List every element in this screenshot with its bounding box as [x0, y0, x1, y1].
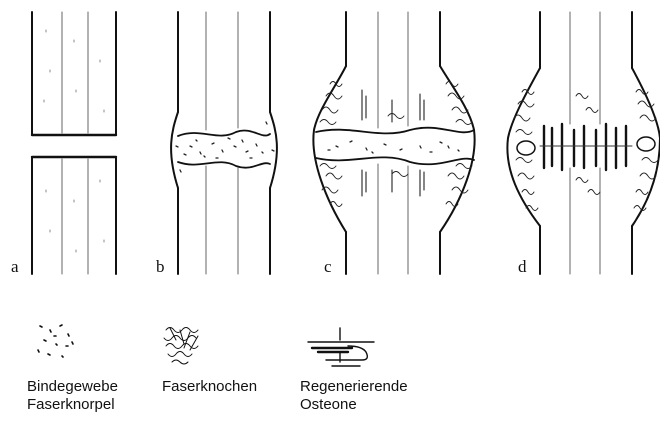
- legend-label-connective-tissue: Bindegewebe Faserknorpel: [27, 378, 118, 414]
- panel-label-a: a: [11, 258, 19, 275]
- panel-label-b: b: [156, 258, 165, 275]
- panel-c-callus-formation: [313, 12, 474, 274]
- woven-bone-icon: [164, 328, 198, 365]
- panel-d-osteon-remodeling: [507, 12, 660, 274]
- panel-label-c: c: [324, 258, 332, 275]
- regenerating-osteon-icon: [308, 328, 374, 366]
- panel-b-connective-tissue-bridge: [171, 12, 277, 274]
- panel-a-fractured-bone: [32, 12, 116, 274]
- legend-label-regenerating-osteons: Regenerierende Osteone: [300, 378, 408, 414]
- panel-label-d: d: [518, 258, 527, 275]
- legend-label-woven-bone: Faserknochen: [162, 378, 257, 396]
- dotted-tissue-icon: [38, 325, 73, 357]
